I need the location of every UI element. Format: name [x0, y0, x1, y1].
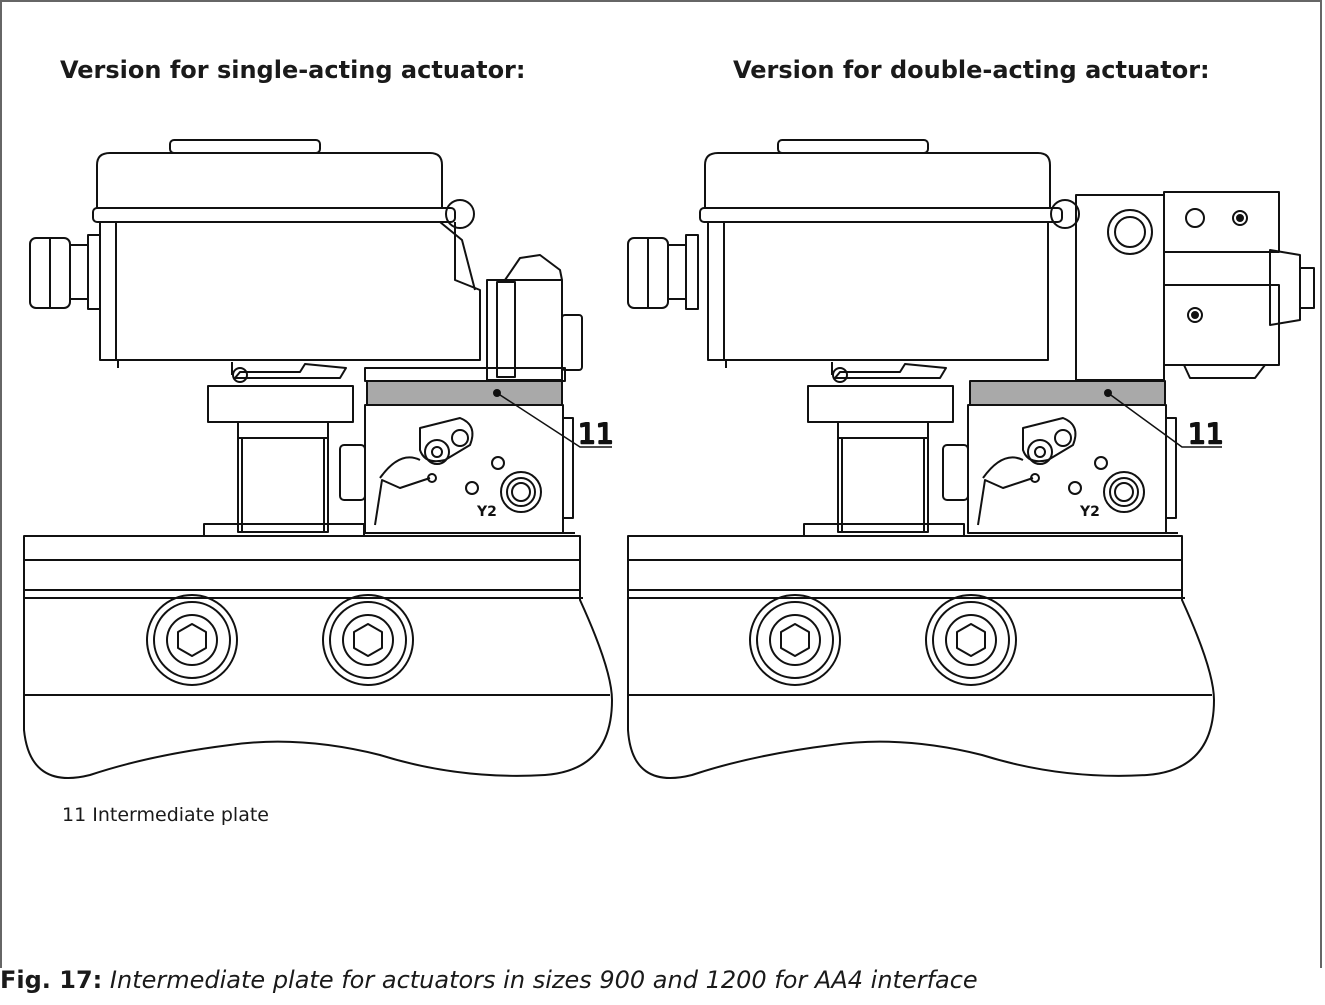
port-label-y2-right: Y2	[1079, 504, 1100, 520]
single-acting-yoke	[23, 535, 613, 779]
caption-label: Fig. 17:	[0, 966, 103, 994]
callout-11-left: 11	[578, 417, 614, 450]
legend-number: 11	[62, 804, 87, 826]
double-acting-assembly	[627, 139, 1315, 537]
figure-frame	[0, 0, 1322, 968]
caption-text: Intermediate plate for actuators in size…	[109, 966, 978, 994]
figure-caption: Fig. 17: Intermediate plate for actuator…	[0, 966, 978, 994]
legend-text: Intermediate plate	[92, 804, 269, 826]
double-acting-yoke	[627, 535, 1215, 779]
callout-11-right: 11	[1188, 417, 1224, 450]
heading-single-acting: Version for single-acting actuator:	[60, 56, 526, 84]
legend: 11 Intermediate plate	[62, 804, 269, 826]
single-acting-assembly	[29, 139, 612, 537]
heading-double-acting: Version for double-acting actuator:	[733, 56, 1210, 84]
port-label-y2-left: Y2	[476, 504, 497, 520]
